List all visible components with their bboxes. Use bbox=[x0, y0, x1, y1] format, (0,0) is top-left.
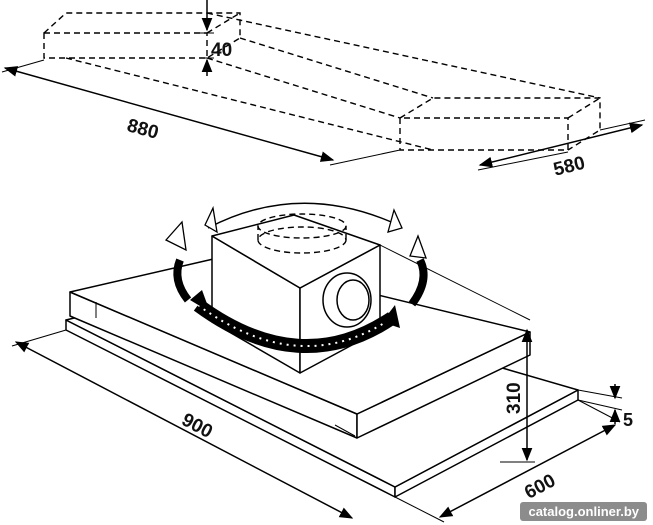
dimension-panel-thickness: 5 bbox=[577, 384, 633, 430]
dim-label-cutout-depth: 580 bbox=[551, 153, 587, 181]
dimension-cutout-height: 40 bbox=[200, 0, 232, 76]
dim-label-cutout-length: 880 bbox=[125, 115, 161, 143]
dim-label-cutout-height: 40 bbox=[211, 40, 232, 61]
dim-label-hood-width: 900 bbox=[178, 409, 216, 442]
watermark: catalog.onliner.by bbox=[520, 502, 647, 521]
dim-label-hood-depth: 600 bbox=[521, 470, 559, 503]
dimension-arrow-icon bbox=[14, 341, 354, 519]
dimension-arrow-icon bbox=[438, 424, 617, 518]
dimension-arrow-icon bbox=[3, 66, 335, 162]
dimension-arrow-icon bbox=[478, 122, 644, 168]
dimension-hood-height: 310 bbox=[379, 244, 535, 463]
cutout-template: 40 880 580 bbox=[1, 0, 646, 181]
hood-drawing: 900 600 310 5 bbox=[11, 202, 633, 523]
dim-label-panel-thickness: 5 bbox=[623, 410, 633, 430]
dimension-cutout-length: 880 bbox=[1, 59, 401, 166]
dim-label-hood-height: 310 bbox=[504, 382, 525, 414]
cutout-left-block bbox=[43, 12, 241, 59]
